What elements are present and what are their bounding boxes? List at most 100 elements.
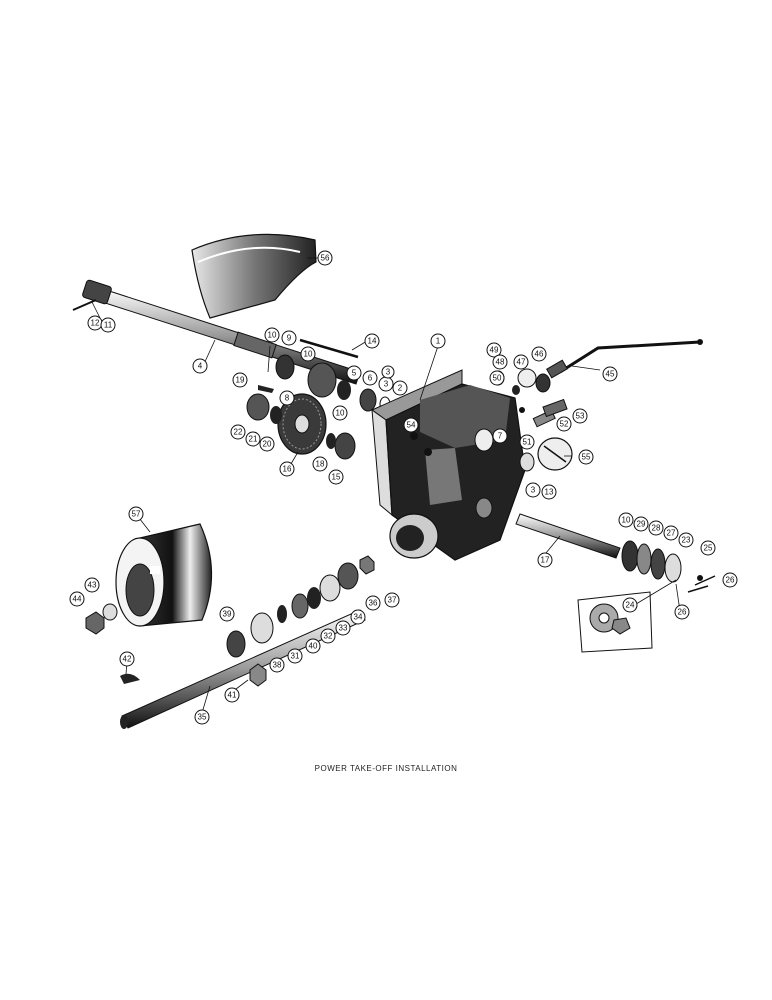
svg-text:3: 3 bbox=[384, 380, 389, 389]
svg-text:32: 32 bbox=[324, 632, 333, 641]
svg-text:55: 55 bbox=[582, 453, 591, 462]
figure-caption: POWER TAKE-OFF INSTALLATION bbox=[314, 764, 458, 773]
callout-22: 22 bbox=[230, 424, 246, 440]
callout-36: 36 bbox=[365, 595, 381, 611]
callout-34: 34 bbox=[350, 609, 366, 625]
callout-29: 29 bbox=[633, 516, 649, 532]
large-gear-part bbox=[246, 393, 356, 460]
callout-3-a: 3 bbox=[378, 376, 394, 392]
callout-44: 44 bbox=[69, 591, 85, 607]
callout-48: 48 bbox=[492, 354, 508, 370]
svg-text:21: 21 bbox=[249, 435, 258, 444]
svg-text:26: 26 bbox=[678, 608, 687, 617]
callout-9: 9 bbox=[281, 330, 297, 346]
shield-part bbox=[191, 233, 317, 319]
callout-4: 4 bbox=[192, 358, 208, 374]
svg-text:9: 9 bbox=[287, 334, 292, 343]
svg-text:48: 48 bbox=[496, 358, 505, 367]
svg-text:10: 10 bbox=[268, 331, 277, 340]
callout-10-b: 10 bbox=[300, 346, 316, 362]
lower-shaft-part bbox=[120, 555, 375, 729]
svg-text:45: 45 bbox=[606, 370, 615, 379]
callout-27: 27 bbox=[663, 525, 679, 541]
svg-text:1: 1 bbox=[436, 337, 441, 346]
svg-text:7: 7 bbox=[498, 432, 503, 441]
callout-26-a: 26 bbox=[722, 572, 738, 588]
callout-53: 53 bbox=[572, 408, 588, 424]
svg-text:25: 25 bbox=[704, 544, 713, 553]
callout-10-d: 10 bbox=[618, 512, 634, 528]
svg-text:47: 47 bbox=[517, 358, 526, 367]
svg-text:29: 29 bbox=[637, 520, 646, 529]
callout-50: 50 bbox=[489, 370, 505, 386]
svg-text:10: 10 bbox=[336, 409, 345, 418]
svg-text:57: 57 bbox=[132, 510, 141, 519]
svg-text:28: 28 bbox=[652, 524, 661, 533]
svg-text:43: 43 bbox=[88, 581, 97, 590]
callout-2: 2 bbox=[392, 380, 408, 396]
callout-6: 6 bbox=[362, 370, 378, 386]
callout-42: 42 bbox=[119, 651, 135, 667]
flange-inset bbox=[577, 591, 653, 653]
callout-10-a: 10 bbox=[264, 327, 280, 343]
svg-text:23: 23 bbox=[682, 536, 691, 545]
pulley-drum-part bbox=[115, 523, 213, 627]
callout-31: 31 bbox=[287, 648, 303, 664]
svg-text:16: 16 bbox=[283, 465, 292, 474]
callout-52: 52 bbox=[556, 416, 572, 432]
svg-text:33: 33 bbox=[339, 624, 348, 633]
svg-text:38: 38 bbox=[273, 661, 282, 670]
svg-text:6: 6 bbox=[368, 374, 373, 383]
callout-15: 15 bbox=[328, 469, 344, 485]
control-lever-part bbox=[546, 339, 703, 379]
svg-text:17: 17 bbox=[541, 556, 550, 565]
callout-14: 14 bbox=[364, 333, 380, 349]
svg-text:3: 3 bbox=[531, 486, 536, 495]
svg-text:40: 40 bbox=[309, 642, 318, 651]
svg-text:44: 44 bbox=[73, 595, 82, 604]
callout-51: 51 bbox=[519, 434, 535, 450]
svg-text:18: 18 bbox=[316, 460, 325, 469]
svg-text:10: 10 bbox=[304, 350, 313, 359]
callout-3-b: 3 bbox=[525, 482, 541, 498]
pin-part bbox=[258, 385, 274, 393]
callout-55: 55 bbox=[578, 449, 594, 465]
callout-17: 17 bbox=[537, 552, 553, 568]
callout-56: 56 bbox=[317, 250, 333, 266]
callout-1: 1 bbox=[430, 333, 446, 349]
callout-38: 38 bbox=[269, 657, 285, 673]
callout-13: 13 bbox=[541, 484, 557, 500]
svg-text:42: 42 bbox=[123, 655, 132, 664]
svg-text:26: 26 bbox=[726, 576, 735, 585]
svg-text:35: 35 bbox=[198, 713, 207, 722]
callout-41: 41 bbox=[224, 687, 240, 703]
svg-text:51: 51 bbox=[523, 438, 532, 447]
callout-39: 39 bbox=[219, 606, 235, 622]
callout-10-c: 10 bbox=[332, 405, 348, 421]
callout-5: 5 bbox=[346, 365, 362, 381]
key-rod-part bbox=[299, 338, 359, 359]
svg-text:13: 13 bbox=[545, 488, 554, 497]
callout-20: 20 bbox=[259, 436, 275, 452]
callout-26-b: 26 bbox=[674, 604, 690, 620]
callout-35: 35 bbox=[194, 709, 210, 725]
callout-24: 24 bbox=[622, 597, 638, 613]
svg-text:39: 39 bbox=[223, 610, 232, 619]
callout-49: 49 bbox=[486, 342, 502, 358]
svg-text:22: 22 bbox=[234, 428, 243, 437]
callout-33: 33 bbox=[335, 620, 351, 636]
svg-text:37: 37 bbox=[388, 596, 397, 605]
svg-text:4: 4 bbox=[198, 362, 203, 371]
callout-21: 21 bbox=[245, 431, 261, 447]
callout-3-c: 3 bbox=[381, 365, 395, 379]
svg-text:46: 46 bbox=[535, 350, 544, 359]
callout-12: 12 bbox=[87, 315, 103, 331]
callout-23: 23 bbox=[678, 532, 694, 548]
nut-washer-part bbox=[85, 603, 118, 635]
svg-text:53: 53 bbox=[576, 412, 585, 421]
svg-text:11: 11 bbox=[104, 321, 113, 330]
callout-57: 57 bbox=[128, 506, 144, 522]
callout-54: 54 bbox=[403, 417, 419, 433]
callout-46: 46 bbox=[531, 346, 547, 362]
